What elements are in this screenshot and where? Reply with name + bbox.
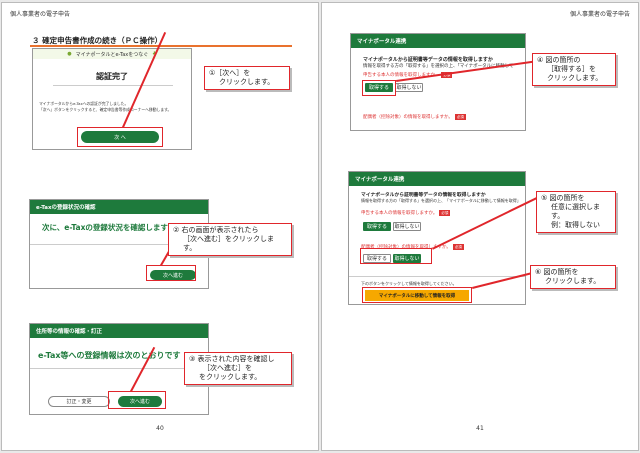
mynaportal-icon: ● (67, 51, 72, 57)
mynaportal-desc: 情報を取得する方の「取得する」を選択の上、「マイナポータルに移動して (363, 64, 514, 69)
callout-4: ④ 図の箇所の ［取得する］を クリックします。 (532, 53, 616, 86)
mynaportal-title: マイナポータルから証明書等データの情報を取得しますか (363, 57, 493, 63)
acquire-button[interactable]: 取得する (365, 83, 393, 92)
acquire-button[interactable]: 取得する (363, 222, 391, 231)
page-header: 個人事業者の電子申告 (10, 11, 71, 18)
auth-body-1: マイナポータルからe-Taxへの認証が完了しました。 (39, 101, 129, 106)
next-button[interactable]: 次へ進む (118, 396, 162, 407)
notice-text: 下のボタンをクリックして情報を取得してください。 (361, 281, 457, 286)
mynaportal-title: マイナポータルから証明書等データの情報を取得しますか (361, 193, 486, 198)
highlight-next (77, 127, 163, 147)
auth-title: 認証完了 (96, 72, 128, 81)
divider (30, 244, 208, 245)
info-confirm-message: e-Tax等への登録情報は次のとおりです (38, 351, 181, 360)
fix-button[interactable]: 訂正・変更 (48, 396, 110, 407)
move-to-mynaportal-button[interactable]: マイナポータルに移動して情報を取得 (365, 290, 469, 301)
next-button[interactable]: 次 へ (81, 131, 159, 143)
highlight-choice (360, 248, 432, 264)
etax-status-bar: e-Taxの登録状況の確認 (30, 200, 208, 214)
callout-1: ①［次へ］を クリックします。 (204, 66, 290, 90)
divider (30, 368, 208, 369)
not-acquire-button-spouse[interactable]: 取得しない (393, 254, 421, 263)
banner: ● マイナポータルとe-Taxをつなぐ ♣ (33, 49, 191, 59)
item-self: 申告する本人の情報を取得しますか。必須 (363, 72, 453, 78)
screenshot-mynaportal-1: マイナポータル連携 マイナポータルから証明書等データの情報を取得しますか 情報を… (350, 33, 526, 131)
page-right: 個人事業者の電子申告 マイナポータル連携 マイナポータルから証明書等データの情報… (321, 2, 639, 451)
callout-2: ② 右の画面が表示されたら ［次へ進む］をクリックします。 (168, 223, 292, 256)
section-underline (30, 45, 292, 47)
page-number: 41 (476, 425, 484, 432)
mynaportal-bar: マイナポータル連携 (349, 172, 525, 186)
item-spouse: 配偶者（控除対象）の情報を取得しますか。必須 (361, 244, 464, 250)
item-self: 申告する本人の情報を取得しますか。必須 (361, 210, 451, 216)
screenshot-auth-complete: ● マイナポータルとe-Taxをつなぐ ♣ 認証完了 マイナポータルからe-Ta… (32, 48, 192, 150)
item-spouse: 配偶者（控除対象）の情報を取得しますか。必須 (363, 114, 466, 120)
highlight-acquire (362, 80, 396, 96)
acquire-button-spouse[interactable]: 取得する (363, 254, 391, 263)
callout-5: ⑤ 図の箇所を 任意に選択します。 例：取得しない (536, 191, 616, 233)
page-left: 個人事業者の電子申告 ３ 確定申告書作成の続き（ＰＣ操作） ● マイナポータルと… (1, 2, 319, 451)
highlight-next (108, 391, 166, 409)
divider (349, 276, 525, 277)
callout-6: ⑥ 図の箇所を クリックします。 (530, 265, 616, 289)
mynaportal-desc: 情報を取得する方の「取得する」を選択の上、「マイナポータルに移動して情報を取得」 (361, 198, 521, 203)
page-number: 40 (156, 425, 164, 432)
screenshot-info-confirm: 住所等の情報の確認・訂正 e-Tax等への登録情報は次のとおりです 訂正・変更 … (29, 323, 209, 415)
divider (53, 85, 173, 86)
highlight-move (362, 287, 472, 303)
screenshot-mynaportal-2: マイナポータル連携 マイナポータルから証明書等データの情報を取得しますか 情報を… (348, 171, 526, 305)
info-confirm-bar: 住所等の情報の確認・訂正 (30, 324, 208, 338)
auth-body-2: 「次へ」ボタンをクリックすると、確定申告書等作成コーナーへ移動します。 (39, 107, 172, 112)
section-title: ３ 確定申告書作成の続き（ＰＣ操作） (32, 36, 163, 45)
not-acquire-button[interactable]: 取得しない (393, 222, 421, 231)
mynaportal-bar: マイナポータル連携 (351, 34, 525, 48)
callout-3: ③ 表示された内容を確認し ［次へ進む］を をクリックします。 (184, 352, 292, 385)
page-header: 個人事業者の電子申告 (569, 11, 630, 18)
etax-status-message: 次に、e-Taxの登録状況を確認します (42, 223, 168, 232)
next-button[interactable]: 次へ進む (150, 270, 196, 280)
highlight-next (146, 265, 196, 281)
not-acquire-button[interactable]: 取得しない (395, 83, 423, 92)
